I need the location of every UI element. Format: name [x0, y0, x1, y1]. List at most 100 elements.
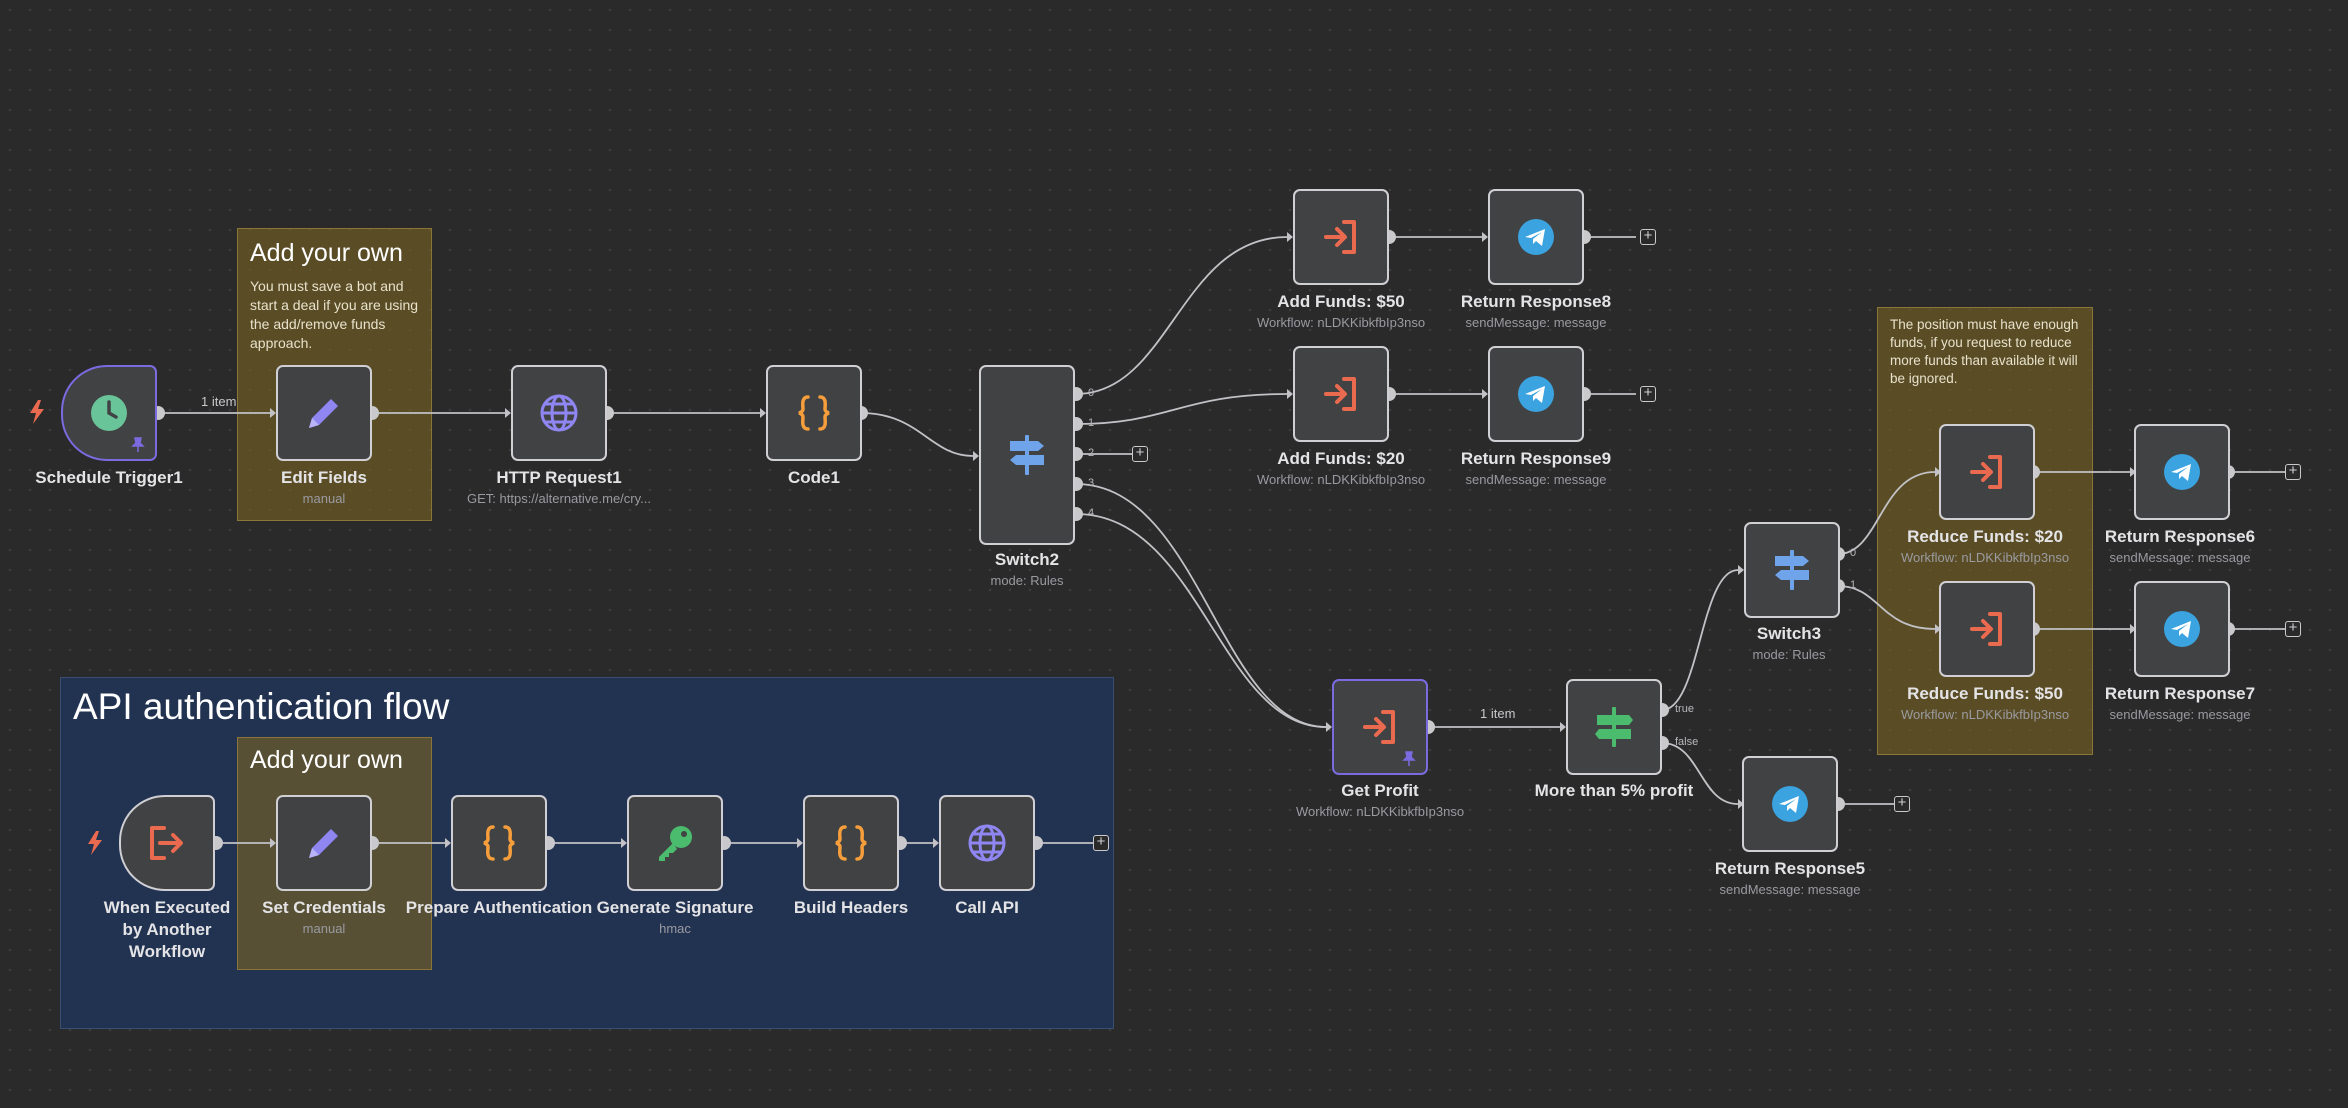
output-label: 0 — [1088, 387, 1095, 399]
connection — [1075, 236, 1288, 395]
node-label: HTTP Request1 — [496, 468, 622, 487]
connection — [1661, 569, 1739, 711]
sign-in-icon — [1970, 612, 2002, 646]
node-label: Prepare Authentication — [405, 898, 593, 917]
node-subtitle: GET: https://alternative.me/cry... — [467, 491, 651, 506]
node-subtitle: hmac — [659, 921, 691, 936]
node-label: Call API — [955, 898, 1019, 917]
node-http-request1[interactable] — [511, 365, 607, 461]
node-set-credentials[interactable] — [276, 795, 372, 891]
node-return-response6[interactable] — [2134, 424, 2230, 520]
node-code1[interactable] — [766, 365, 862, 461]
node-label: More than 5% profit — [1534, 781, 1694, 800]
node-subtitle: sendMessage: message — [2109, 550, 2251, 565]
node-label: Get Profit — [1341, 781, 1419, 800]
node-subtitle: manual — [302, 491, 346, 506]
node-label: Set Credentials — [262, 898, 386, 917]
add-node-button[interactable]: + — [1640, 228, 1656, 245]
connection — [1837, 585, 1936, 630]
node-label: Build Headers — [793, 898, 909, 917]
sticky-note-reduce-funds[interactable]: The position must have enough funds, if … — [1877, 307, 2093, 755]
node-call-api[interactable] — [939, 795, 1035, 891]
node-return-response7[interactable] — [2134, 581, 2230, 677]
node-return-response9[interactable] — [1488, 346, 1584, 442]
node-label: When Executed by Another Workflow — [103, 898, 231, 961]
sticky-text: You must save a bot and start a deal if … — [250, 278, 419, 351]
node-return-response8[interactable] — [1488, 189, 1584, 285]
add-node-button[interactable]: + — [1640, 385, 1656, 402]
sign-in-icon — [1324, 377, 1356, 411]
node-build-headers[interactable] — [803, 795, 899, 891]
node-label: Reduce Funds: $20 — [1907, 527, 2063, 546]
braces-icon — [835, 825, 867, 861]
node-generate-signature[interactable] — [627, 795, 723, 891]
node-subtitle: Workflow: nLDKKibkfbIp3nso — [1900, 707, 2070, 722]
node-label: Return Response7 — [2104, 684, 2256, 703]
node-switch2[interactable] — [979, 365, 1075, 545]
node-subtitle: sendMessage: message — [1719, 882, 1861, 897]
add-node-button[interactable]: + — [1093, 834, 1109, 851]
sticky-title: Add your own — [250, 239, 403, 267]
node-label: Switch3 — [1756, 624, 1822, 643]
output-label: false — [1675, 736, 1699, 748]
node-reduce-funds-50[interactable] — [1939, 581, 2035, 677]
sticky-title: Add your own — [250, 746, 403, 774]
node-subtitle: mode: Rules — [1752, 647, 1826, 662]
node-return-response5[interactable] — [1742, 756, 1838, 852]
node-add-funds-50[interactable] — [1293, 189, 1389, 285]
if-icon — [1595, 707, 1633, 747]
node-executed-by-workflow[interactable] — [119, 795, 215, 891]
connection — [860, 412, 974, 457]
exit-icon — [150, 826, 183, 860]
edge-label: 1 item — [1480, 706, 1516, 721]
node-label: Return Response6 — [2104, 527, 2256, 546]
node-subtitle: Workflow: nLDKKibkfbIp3nso — [1900, 550, 2070, 565]
node-edit-fields[interactable] — [276, 365, 372, 461]
node-subtitle: Workflow: nLDKKibkfbIp3nso — [1295, 804, 1465, 819]
node-subtitle: manual — [302, 921, 346, 936]
node-label: Reduce Funds: $50 — [1907, 684, 2063, 703]
pencil-icon — [309, 399, 338, 428]
telegram-icon — [1518, 219, 1554, 255]
add-node-button[interactable]: + — [2285, 463, 2301, 480]
connection — [1075, 483, 1327, 728]
node-more-than-5-profit[interactable] — [1566, 679, 1662, 775]
signpost-icon — [1775, 550, 1809, 590]
telegram-icon — [2164, 611, 2200, 647]
connection — [1661, 742, 1739, 805]
connection — [1075, 393, 1288, 425]
node-prepare-authentication[interactable] — [451, 795, 547, 891]
output-label: 3 — [1088, 477, 1095, 489]
connection — [1837, 471, 1936, 555]
node-add-funds-20[interactable] — [1293, 346, 1389, 442]
node-label: Schedule Trigger1 — [35, 468, 183, 487]
node-switch3[interactable] — [1744, 522, 1840, 618]
output-label: 4 — [1088, 507, 1095, 519]
pin-icon — [131, 437, 145, 452]
clock-icon — [91, 395, 127, 431]
output-label: 2 — [1088, 447, 1095, 459]
node-label: Return Response8 — [1460, 292, 1612, 311]
trigger-bolt-icon — [88, 831, 102, 855]
sign-in-icon — [1970, 455, 2002, 489]
node-reduce-funds-20[interactable] — [1939, 424, 2035, 520]
sign-in-icon — [1324, 220, 1356, 254]
braces-icon — [483, 825, 515, 861]
output-label: 1 — [1850, 579, 1857, 591]
node-label: Code1 — [788, 468, 840, 487]
telegram-icon — [2164, 454, 2200, 490]
telegram-icon — [1518, 376, 1554, 412]
connection — [1075, 513, 1327, 728]
node-subtitle: sendMessage: message — [2109, 707, 2251, 722]
edge-label: 1 item — [201, 394, 237, 409]
add-node-button[interactable]: + — [1894, 795, 1910, 812]
node-schedule-trigger[interactable] — [61, 365, 157, 461]
node-label: Return Response9 — [1460, 449, 1612, 468]
group-title: API authentication flow — [73, 686, 450, 727]
add-node-button[interactable]: + — [2285, 620, 2301, 637]
node-get-profit[interactable] — [1332, 679, 1428, 775]
add-node-button[interactable]: + — [1132, 445, 1148, 462]
output-label: true — [1675, 703, 1694, 715]
pin-icon — [1402, 751, 1416, 766]
api-auth-group[interactable]: API authentication flow — [60, 677, 1114, 1029]
